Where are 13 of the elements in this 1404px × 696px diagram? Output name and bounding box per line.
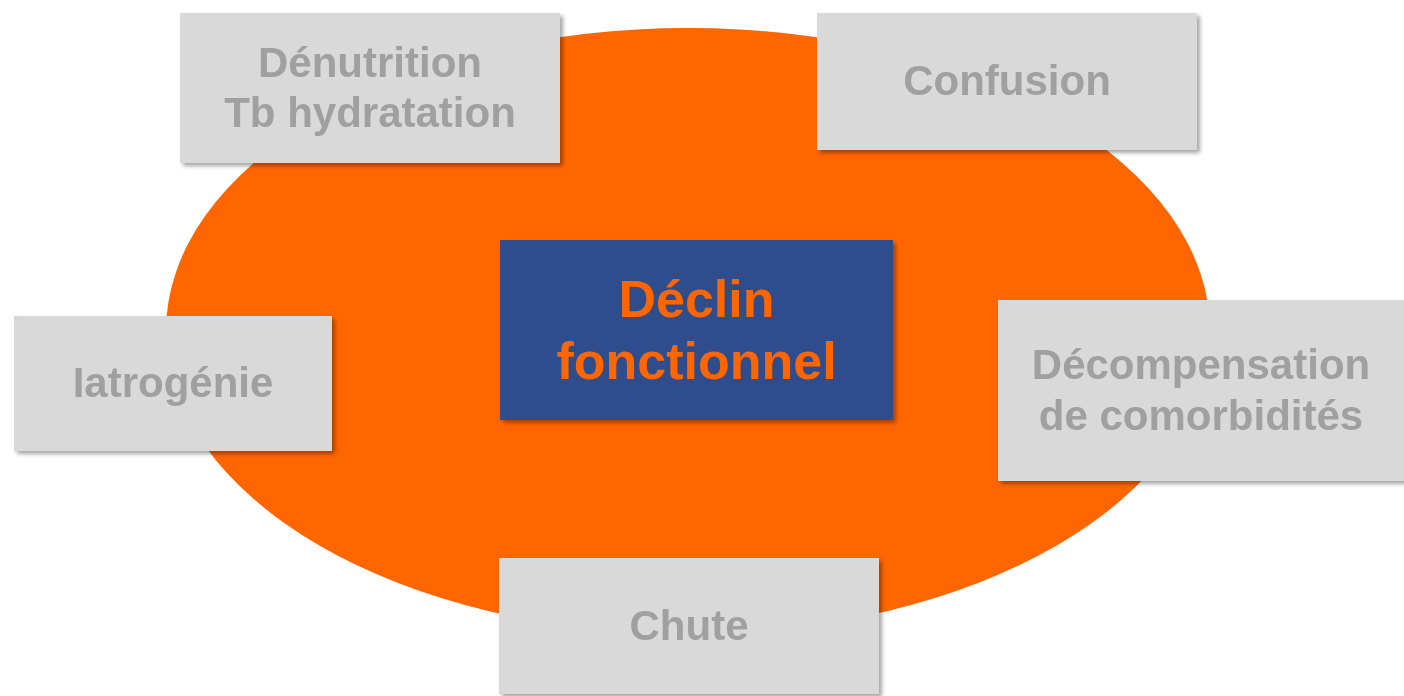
factor-box [180, 13, 560, 163]
factor-box [998, 300, 1404, 481]
factor-label: Dénutrition [258, 37, 482, 88]
factor-box [14, 316, 332, 451]
factor-label: Décompensation de comorbidités [1030, 340, 1372, 441]
title-label: Déclin fonctionnel [555, 268, 838, 392]
factor-box [499, 558, 879, 694]
factor-label: Chute [629, 600, 749, 651]
factor-label: Tb hydratation [224, 88, 516, 138]
central-box [500, 240, 893, 420]
factor-box [817, 13, 1197, 150]
factor-label: Confusion [903, 56, 1111, 107]
factor-label: Iatrogénie [72, 358, 274, 409]
